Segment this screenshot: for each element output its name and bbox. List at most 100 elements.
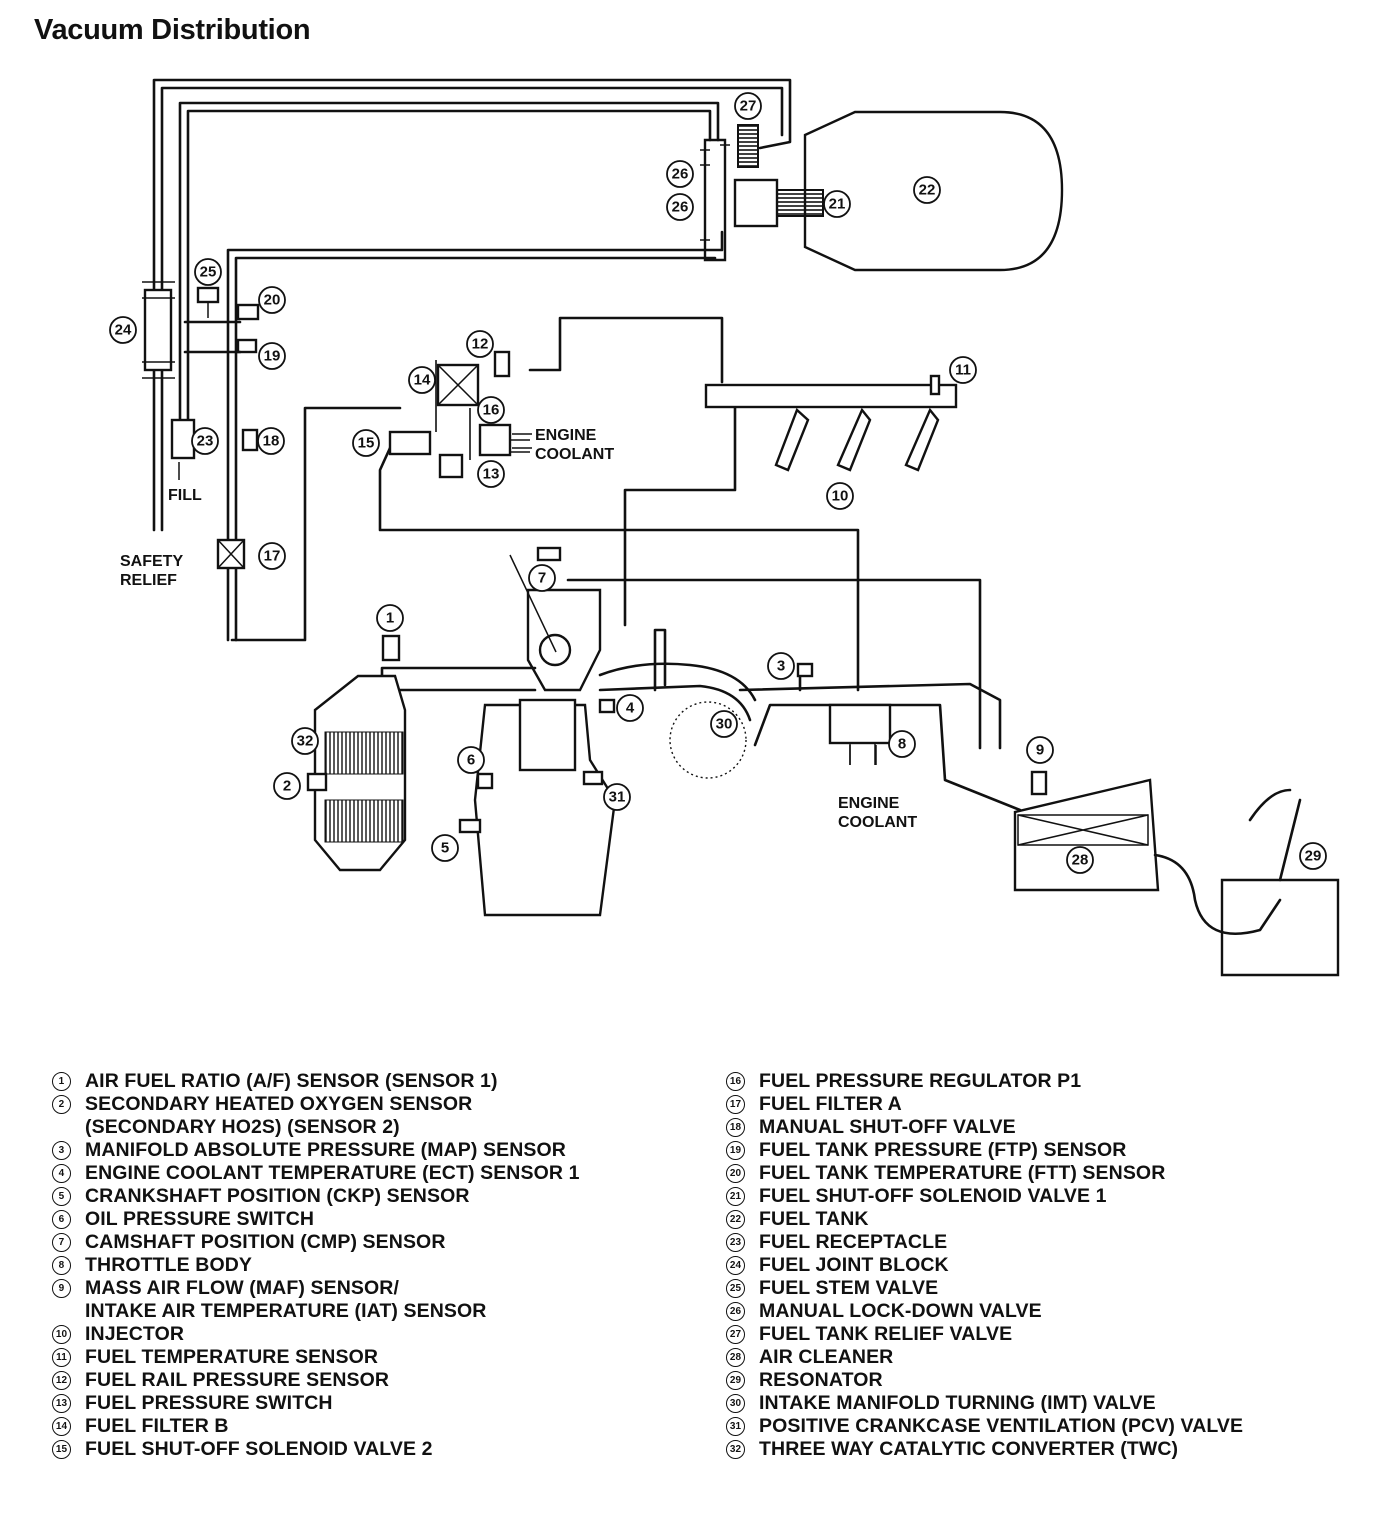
fuel-receptacle-23 (170, 418, 196, 460)
legend-number: 31 (726, 1417, 745, 1436)
svg-text:25: 25 (200, 264, 217, 281)
legend-text: FUEL TANK TEMPERATURE (FTT) SENSOR (759, 1162, 1166, 1184)
legend-text: FUEL JOINT BLOCK (759, 1254, 949, 1276)
legend-number: 25 (726, 1279, 745, 1298)
intake-manifold (509, 554, 602, 692)
af-sensor-1 (381, 634, 401, 662)
callout-20: 20 (258, 286, 286, 314)
legend-number: 14 (52, 1417, 71, 1436)
legend-number: 13 (52, 1394, 71, 1413)
ect-sensor-4 (598, 698, 616, 714)
legend-number: 23 (726, 1233, 745, 1252)
legend-number: 4 (52, 1164, 71, 1183)
exhaust-pipe (380, 666, 537, 692)
svg-text:17: 17 (264, 548, 281, 565)
callout-26: 26 (666, 160, 694, 188)
page-title: Vacuum Distribution (34, 14, 311, 46)
callout-27: 27 (734, 92, 762, 120)
legend-number: 11 (52, 1348, 71, 1367)
legend-text: MANIFOLD ABSOLUTE PRESSURE (MAP) SENSOR (85, 1139, 566, 1161)
legend-item: 16 FUEL PRESSURE REGULATOR P1 (726, 1070, 1366, 1093)
legend-number: 15 (52, 1440, 71, 1459)
callout-11: 11 (949, 356, 977, 384)
legend-number: 22 (726, 1210, 745, 1229)
svg-text:2: 2 (283, 778, 291, 795)
svg-text:3: 3 (777, 658, 785, 675)
svg-text:4: 4 (626, 700, 635, 717)
vacuum-distribution-diagram: 1234567891011121314151617181920212223242… (109, 78, 1340, 977)
svg-text:29: 29 (1305, 848, 1322, 865)
callout-28: 28 (1066, 846, 1094, 874)
fuel-temperature-sensor-11 (929, 374, 941, 396)
svg-text:27: 27 (740, 98, 757, 115)
legend-text: FUEL PRESSURE REGULATOR P1 (759, 1070, 1082, 1092)
legend-text: MASS AIR FLOW (MAF) SENSOR/ INTAKE AIR T… (85, 1277, 487, 1322)
callout-8: 8 (888, 730, 916, 758)
fuel-shutoff-valve-21-body (774, 189, 824, 217)
legend-text: FUEL STEM VALVE (759, 1277, 939, 1299)
legend-text: FUEL RAIL PRESSURE SENSOR (85, 1369, 390, 1391)
svg-text:1: 1 (386, 610, 394, 627)
callout-32: 32 (291, 727, 319, 755)
callout-10: 10 (826, 482, 854, 510)
callout-7: 7 (528, 564, 556, 592)
callout-4: 4 (616, 694, 644, 722)
legend-text: FUEL TEMPERATURE SENSOR (85, 1346, 379, 1368)
fuel-stem-valve-25 (196, 286, 220, 318)
legend-number: 18 (726, 1118, 745, 1137)
callout-9: 9 (1026, 736, 1054, 764)
legend-item: 3 MANIFOLD ABSOLUTE PRESSURE (MAP) SENSOR (52, 1139, 672, 1162)
imt-valve-30 (598, 628, 757, 779)
fuel-lines-middle (230, 316, 982, 750)
legend-number: 19 (726, 1141, 745, 1160)
secondary-ho2s-2 (306, 772, 328, 792)
callout-15: 15 (352, 429, 380, 457)
callout-1: 1 (376, 604, 404, 632)
callout-14: 14 (408, 366, 436, 394)
legend-number: 5 (52, 1187, 71, 1206)
legend-text: MANUAL LOCK-DOWN VALVE (759, 1300, 1042, 1322)
svg-text:26: 26 (672, 199, 689, 216)
legend-number: 16 (726, 1072, 745, 1091)
legend-text: POSITIVE CRANKCASE VENTILATION (PCV) VAL… (759, 1415, 1244, 1437)
legend-number: 30 (726, 1394, 745, 1413)
callout-18: 18 (257, 427, 285, 455)
fuel-rail (704, 374, 958, 409)
air-cleaner-28 (1013, 778, 1160, 892)
legend-item: 31 POSITIVE CRANKCASE VENTILATION (PCV) V… (726, 1415, 1366, 1438)
fuel-shutoff-solenoid-15 (388, 430, 432, 456)
legend-text: CAMSHAFT POSITION (CMP) SENSOR (85, 1231, 446, 1253)
legend-text: THREE WAY CATALYTIC CONVERTER (TWC) (759, 1438, 1179, 1460)
legend-text: RESONATOR (759, 1369, 883, 1391)
svg-text:26: 26 (672, 166, 689, 183)
maf-sensor-9 (1030, 770, 1048, 796)
injectors-10 (774, 407, 940, 472)
legend-number: 1 (52, 1072, 71, 1091)
legend-text: FUEL RECEPTACLE (759, 1231, 948, 1253)
callout-2: 2 (273, 772, 301, 800)
svg-text:6: 6 (467, 752, 475, 769)
pcv-valve-31 (582, 770, 604, 786)
legend-text: FUEL TANK RELIEF VALVE (759, 1323, 1013, 1345)
svg-text:20: 20 (264, 292, 281, 309)
legend-text: AIR CLEANER (759, 1346, 894, 1368)
manual-shutoff-valve-18 (241, 428, 259, 452)
legend-number: 3 (52, 1141, 71, 1160)
callout-22: 22 (913, 176, 941, 204)
legend-item: 25 FUEL STEM VALVE (726, 1277, 1366, 1300)
legend-item: 23 FUEL RECEPTACLE (726, 1231, 1366, 1254)
fuel-tank-group (700, 110, 1064, 272)
fuel-tank-relief-valve-27 (737, 124, 759, 168)
